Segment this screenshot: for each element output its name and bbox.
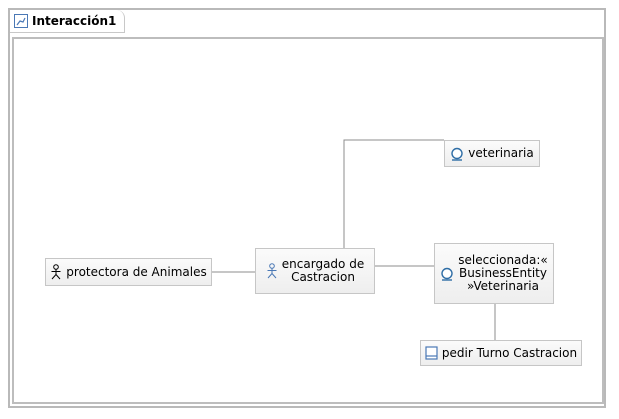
node-label-line: BusinessEntity — [459, 266, 547, 280]
node-veterinaria[interactable]: veterinaria — [444, 140, 540, 167]
node-label: pedir Turno Castracion — [441, 345, 578, 360]
node-seleccionada-veterinaria[interactable]: seleccionada:« BusinessEntity »Veterinar… — [434, 243, 554, 304]
node-label-line: seleccionada:« — [458, 253, 548, 267]
actor-icon — [51, 264, 61, 280]
node-label-line: »Veterinaria — [467, 279, 539, 293]
interaction-tab[interactable]: Interacción1 — [10, 10, 126, 33]
node-pedir-turno-castracion[interactable]: pedir Turno Castracion — [420, 340, 582, 366]
entity-icon — [451, 147, 463, 161]
node-label-line: encargado de — [281, 257, 365, 271]
interaction-title: Interacción1 — [32, 14, 117, 28]
node-protectora-de-animales[interactable]: protectora de Animales — [45, 258, 212, 286]
link-encargado-veterinaria — [343, 139, 444, 248]
entity-icon — [441, 267, 453, 281]
node-label: veterinaria — [468, 146, 534, 160]
diagram-icon — [14, 14, 28, 28]
actor-icon — [267, 263, 277, 279]
control-icon — [425, 346, 438, 360]
node-label-line: Castracion — [291, 270, 355, 284]
node-label: protectora de Animales — [66, 264, 207, 279]
node-label: encargado de Castracion — [282, 258, 364, 284]
node-encargado-de-castracion[interactable]: encargado de Castracion — [255, 248, 375, 294]
node-label: seleccionada:« BusinessEntity »Veterinar… — [458, 254, 548, 293]
